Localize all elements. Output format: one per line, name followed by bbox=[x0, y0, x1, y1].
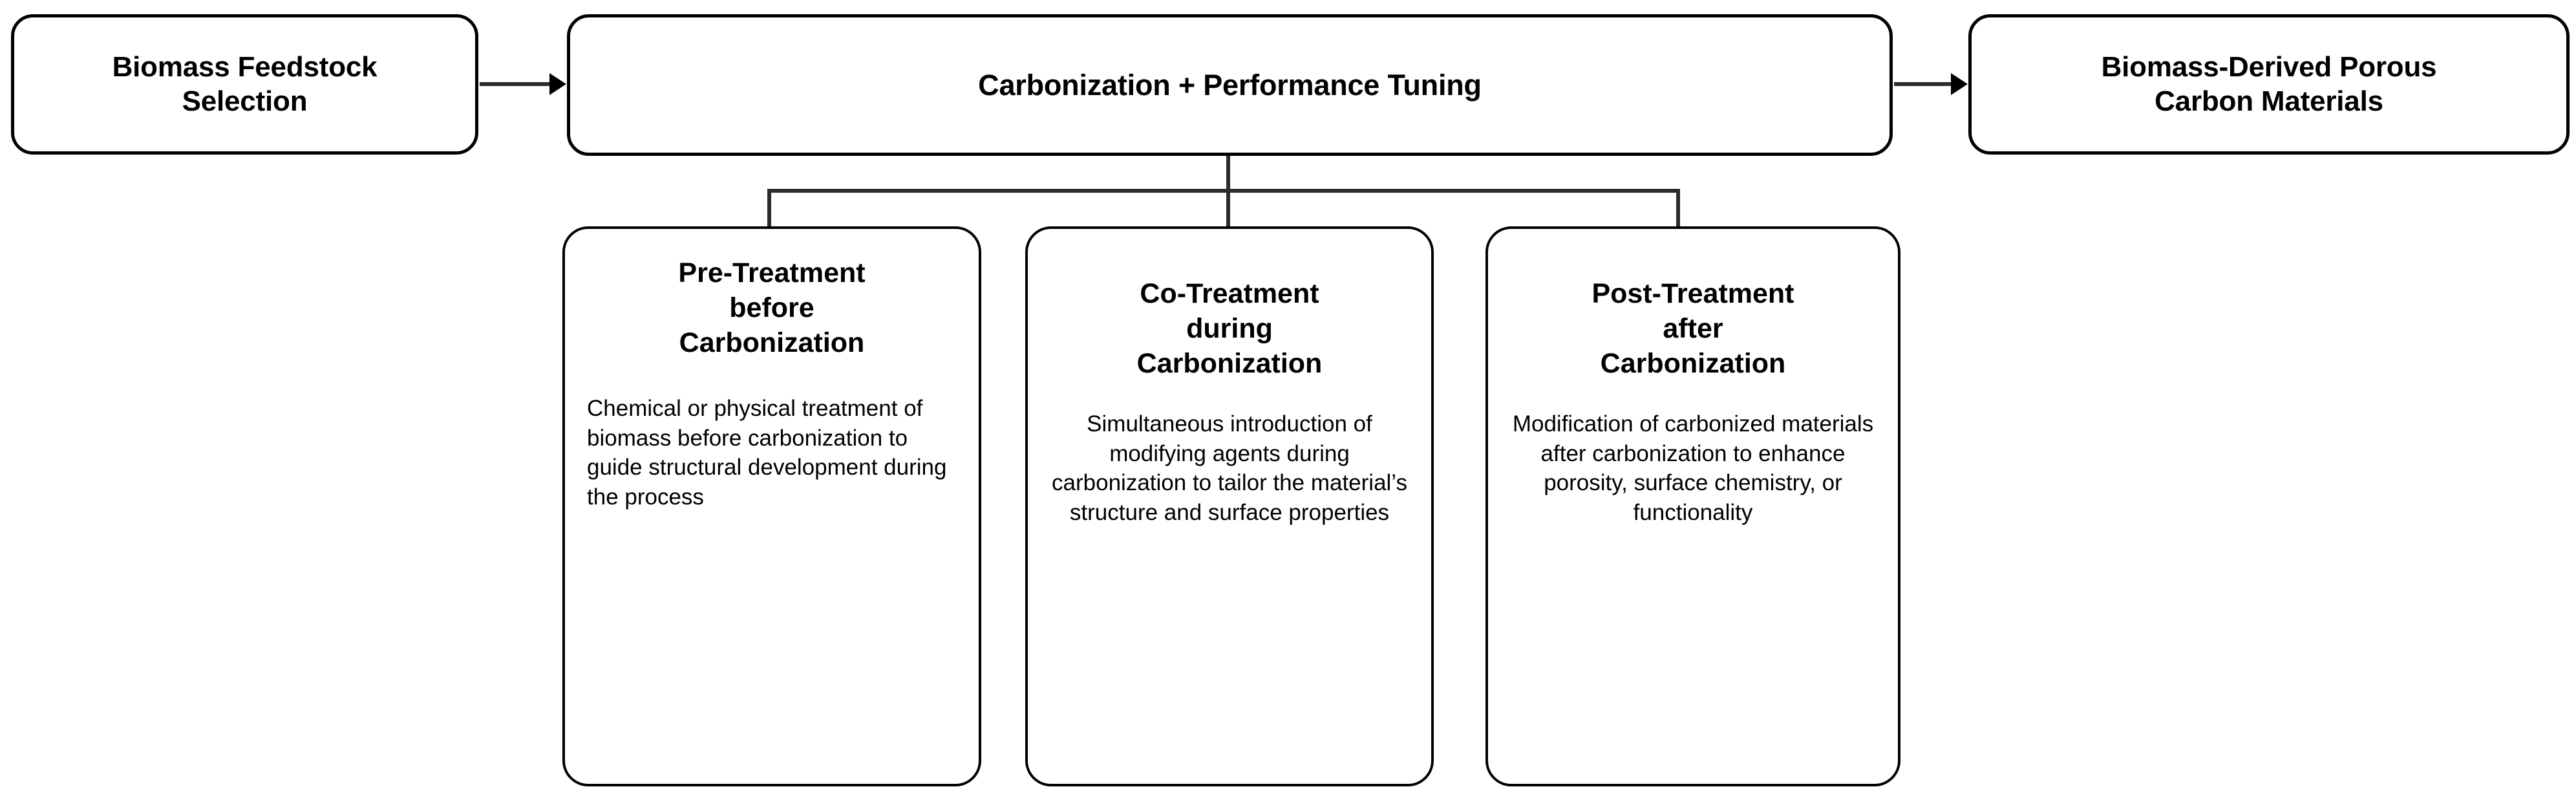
branch-title-line-2: after bbox=[1663, 312, 1723, 344]
arrow-input-to-process-head bbox=[549, 73, 566, 95]
branch-title-post-treatment: Post-Treatment after Carbonization bbox=[1591, 277, 1794, 381]
node-input-title-line1: Biomass Feedstock bbox=[112, 51, 378, 83]
branch-card-post-treatment[interactable]: Post-Treatment after Carbonization Modif… bbox=[1485, 226, 1900, 786]
branch-body-pre-treatment: Chemical or physical treatment of biomas… bbox=[587, 396, 947, 510]
branch-title-line-1: Pre-Treatment bbox=[678, 257, 866, 288]
connector-drop-post-treatment bbox=[1676, 189, 1680, 229]
node-output-title-line2: Carbon Materials bbox=[2155, 85, 2383, 117]
branch-title-line-3: Carbonization bbox=[1600, 347, 1786, 379]
connector-distribution-bar bbox=[767, 189, 1680, 193]
arrow-process-to-output-head bbox=[1951, 73, 1968, 95]
arrow-process-to-output-shaft bbox=[1894, 82, 1953, 86]
branch-title-line-3: Carbonization bbox=[679, 327, 865, 358]
branch-title-line-1: Post-Treatment bbox=[1591, 278, 1794, 309]
node-center-title: Carbonization + Performance Tuning bbox=[978, 68, 1482, 102]
branch-card-pre-treatment[interactable]: Pre-Treatment before Carbonization Chemi… bbox=[562, 226, 981, 786]
branch-body-post-treatment: Modification of carbonized materials aft… bbox=[1512, 411, 1874, 525]
node-carbonization-performance-tuning[interactable]: Carbonization + Performance Tuning bbox=[567, 14, 1893, 156]
branch-title-co-treatment: Co-Treatment during Carbonization bbox=[1137, 277, 1323, 381]
branch-body-co-treatment: Simultaneous introduction of modifying a… bbox=[1052, 411, 1407, 525]
node-biomass-derived-porous-carbon-materials[interactable]: Biomass-Derived Porous Carbon Materials bbox=[1968, 14, 2570, 155]
branch-title-pre-treatment: Pre-Treatment before Carbonization bbox=[678, 256, 865, 360]
connector-stem-vertical bbox=[1226, 156, 1230, 192]
branch-title-line-1: Co-Treatment bbox=[1140, 278, 1319, 309]
branch-card-co-treatment[interactable]: Co-Treatment during Carbonization Simult… bbox=[1025, 226, 1434, 786]
branch-title-line-3: Carbonization bbox=[1136, 347, 1323, 379]
arrow-input-to-process-shaft bbox=[480, 82, 551, 86]
node-output-title-line1: Biomass-Derived Porous bbox=[2101, 51, 2437, 83]
branch-title-line-2: before bbox=[729, 292, 814, 323]
connector-drop-co-treatment bbox=[1226, 189, 1230, 229]
branch-title-line-2: during bbox=[1186, 312, 1273, 344]
connector-drop-pre-treatment bbox=[767, 189, 771, 229]
node-input-title-line2: Selection bbox=[182, 85, 308, 117]
node-biomass-feedstock-selection[interactable]: Biomass Feedstock Selection bbox=[11, 14, 478, 155]
